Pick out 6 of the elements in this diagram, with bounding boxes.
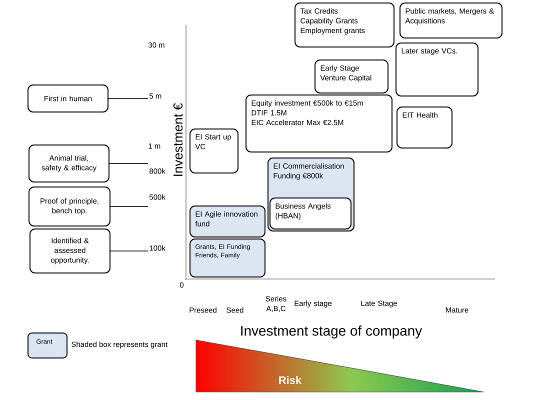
- axis-title: Investment €: [173, 103, 183, 176]
- leader-line: [110, 250, 148, 252]
- leader-line: [110, 206, 148, 207]
- leader-line: [108, 98, 148, 99]
- risk-triangle: Risk: [196, 340, 484, 392]
- leader-line: [109, 163, 148, 164]
